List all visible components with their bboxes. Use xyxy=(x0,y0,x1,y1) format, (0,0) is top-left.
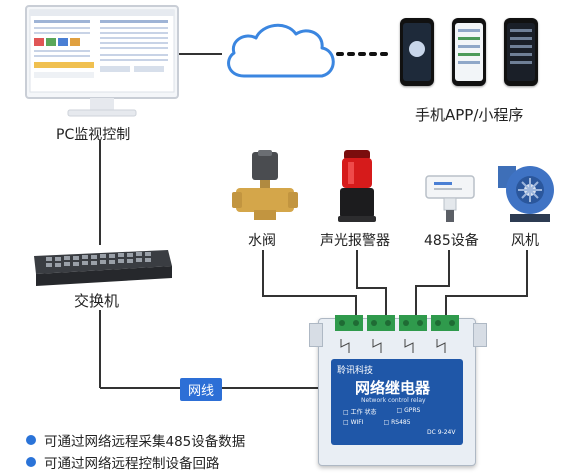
network-switch-icon xyxy=(34,250,172,286)
indicator-gprs: □ GPRS xyxy=(396,407,421,414)
sensor-485-icon xyxy=(425,175,475,222)
network-relay-module: 聆讯科技 网络继电器 Network control relay □ 工作 状态… xyxy=(309,315,487,466)
bullet-control: 可通过网络远程控制设备回路 xyxy=(26,452,220,472)
valve-line xyxy=(262,250,357,320)
module-subtitle: Network control relay xyxy=(361,397,426,404)
module-title: 网络继电器 xyxy=(355,379,431,397)
terminal-blocks xyxy=(335,315,459,331)
indicator-wifi: □ WIFI xyxy=(343,419,364,426)
module-brand: 聆讯科技 xyxy=(337,366,374,376)
relay-schematic xyxy=(340,339,446,353)
pc-label: PC监视控制 xyxy=(56,127,131,143)
device485-label: 485设备 xyxy=(424,233,479,249)
phone-app-3 xyxy=(504,18,538,86)
network-cable-tag: 网线 xyxy=(180,378,223,401)
din-clip-right xyxy=(473,323,487,347)
module-power: DC 9-24V xyxy=(427,429,456,436)
valve-label: 水阀 xyxy=(248,233,276,249)
485-line xyxy=(415,250,450,320)
bullet-collect: 可通过网络远程采集485设备数据 xyxy=(26,430,245,450)
din-clip-left xyxy=(309,323,323,347)
module-label-panel: 聆讯科技 网络继电器 Network control relay □ 工作 状态… xyxy=(331,359,463,445)
bullet-collect-text: 可通过网络远程采集485设备数据 xyxy=(44,434,246,450)
alarm-label: 声光报警器 xyxy=(320,233,390,249)
alarm-light-icon xyxy=(338,150,376,222)
fan-line xyxy=(445,250,528,320)
switch-label: 交换机 xyxy=(74,292,120,310)
phone-app-1 xyxy=(400,18,434,86)
app-label: 手机APP/小程序 xyxy=(415,106,524,124)
phone-app-2 xyxy=(452,18,486,86)
fan-label: 风机 xyxy=(511,233,539,249)
indicator-status: □ 工作 状态 xyxy=(343,409,377,416)
solenoid-valve-icon xyxy=(232,150,298,220)
blower-fan-icon xyxy=(498,166,554,222)
indicator-rs485: □ RS485 xyxy=(383,419,411,426)
pc-monitor xyxy=(24,4,180,122)
bullet-dot-icon xyxy=(26,457,36,467)
alarm-line xyxy=(356,250,387,320)
bullet-dot-icon xyxy=(26,435,36,445)
bullet-control-text: 可通过网络远程控制设备回路 xyxy=(44,456,220,472)
monitor-icon xyxy=(25,5,179,117)
cloud-icon xyxy=(227,23,335,78)
module-indicators: □ 工作 状态 □ GPRS □ WIFI □ RS485 xyxy=(343,407,455,426)
